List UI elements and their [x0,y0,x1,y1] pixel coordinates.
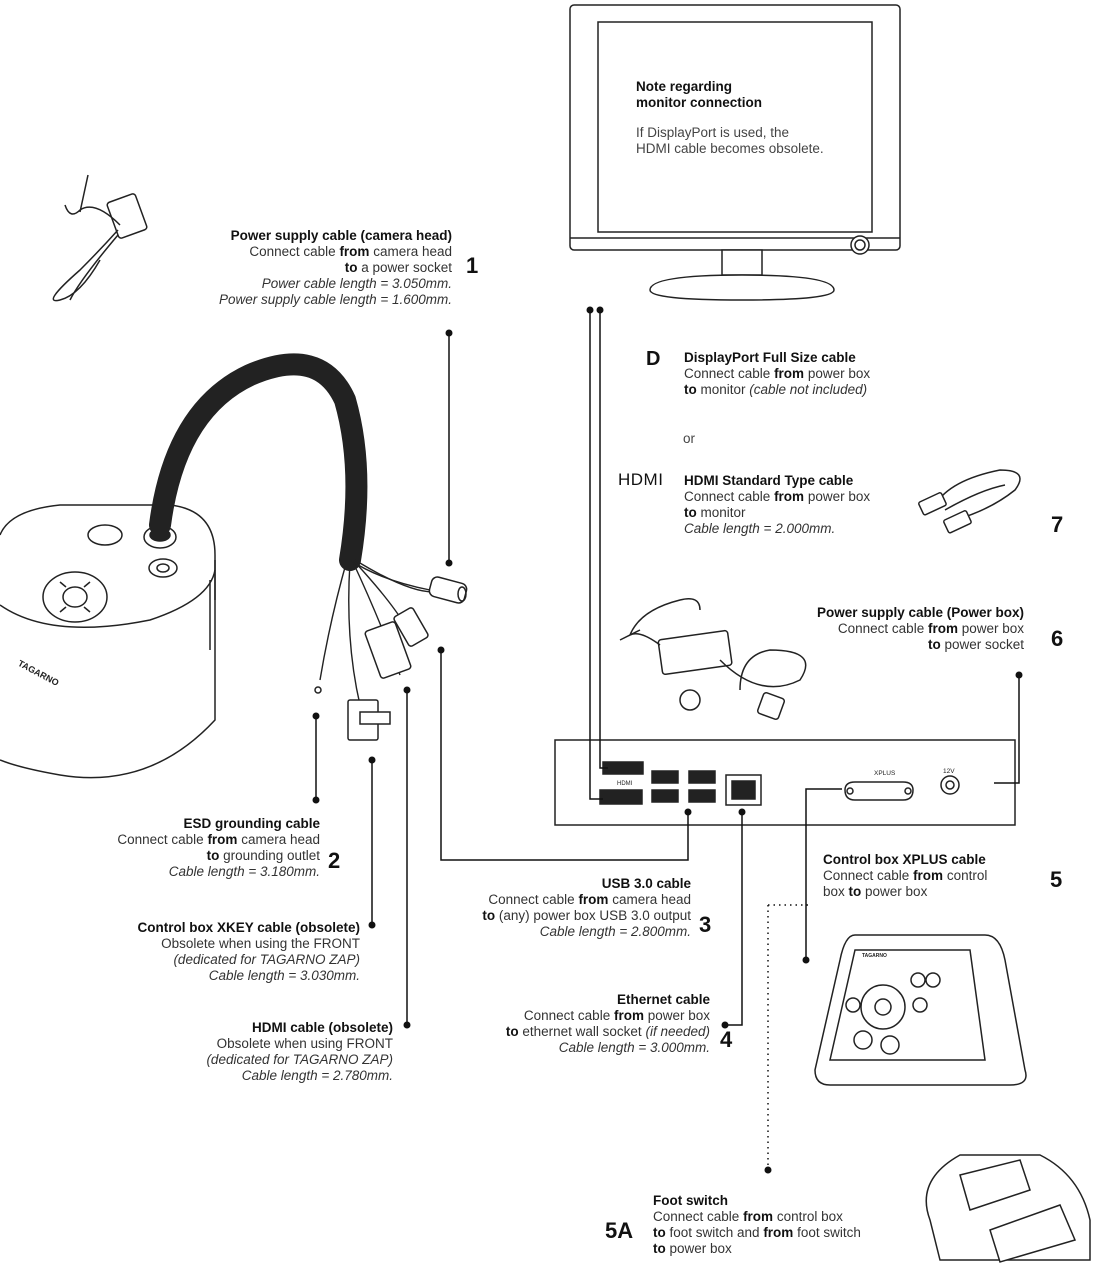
xplus-port-label: XPLUS [874,770,896,777]
label-xplus: Control box XPLUS cable Connect cable fr… [823,852,988,899]
monitor [569,4,901,301]
label-displayport: DisplayPort Full Size cable Connect cabl… [684,350,871,397]
label-ethernet: Ethernet cable Connect cable from power … [505,992,710,1055]
camera-head [0,504,216,779]
number-2: 2 [328,848,341,873]
monitor-note: Note regarding monitor connection If Dis… [636,79,876,157]
number-4: 4 [720,1027,733,1052]
hdmi-logo-icon: HDMI [618,470,664,489]
camera-power-adapter [52,174,148,302]
number-5a: 5A [605,1218,634,1243]
number-5: 5 [1050,867,1063,892]
camera-main-cable [149,353,368,571]
monitor-note-body: If DisplayPort is used, the HDMI cable b… [636,125,824,156]
label-xkey: Control box XKEY cable (obsolete) Obsole… [137,920,360,983]
displayport-icon: D [646,348,661,370]
control-box-xplus [814,934,1027,1086]
number-1: 1 [466,253,479,278]
label-hdmi-obsolete: HDMI cable (obsolete) Obsolete when usin… [206,1020,393,1083]
label-footswitch: Foot switch Connect cable from control b… [653,1193,861,1256]
or-separator: or [683,431,696,446]
control-box-brand-label: TAGARNO [862,953,887,959]
label-esd: ESD grounding cable Connect cable from c… [117,816,320,879]
number-7: 7 [1051,512,1064,537]
title: Power supply cable (camera head) [230,228,452,243]
foot-switch [925,1154,1091,1263]
hdmi-port-label: HDMI [617,781,633,787]
number-3: 3 [699,912,712,937]
leader-lines [315,310,1020,1170]
number-6: 6 [1051,626,1064,651]
powerbox-adapter [619,598,807,721]
usb-plug [393,607,429,647]
label-power-camera: Power supply cable (camera head) Connect… [130,228,452,308]
power-box [554,739,1016,826]
dc-port-label: 12V [943,768,955,775]
power-plug-head [428,576,468,604]
label-hdmi-standard: HDMI Standard Type cable Connect cable f… [684,473,871,536]
esd-terminal [314,686,322,694]
hdmi-plug [364,621,412,679]
label-usb: USB 3.0 cable Connect cable from camera … [482,876,691,939]
leader-dots [312,306,1023,1174]
monitor-note-title: Note regarding monitor connection [636,79,762,110]
label-power-box: Power supply cable (Power box) Connect c… [816,605,1024,652]
hdmi-cable-item [918,469,1021,534]
dsub-plug [347,699,391,741]
